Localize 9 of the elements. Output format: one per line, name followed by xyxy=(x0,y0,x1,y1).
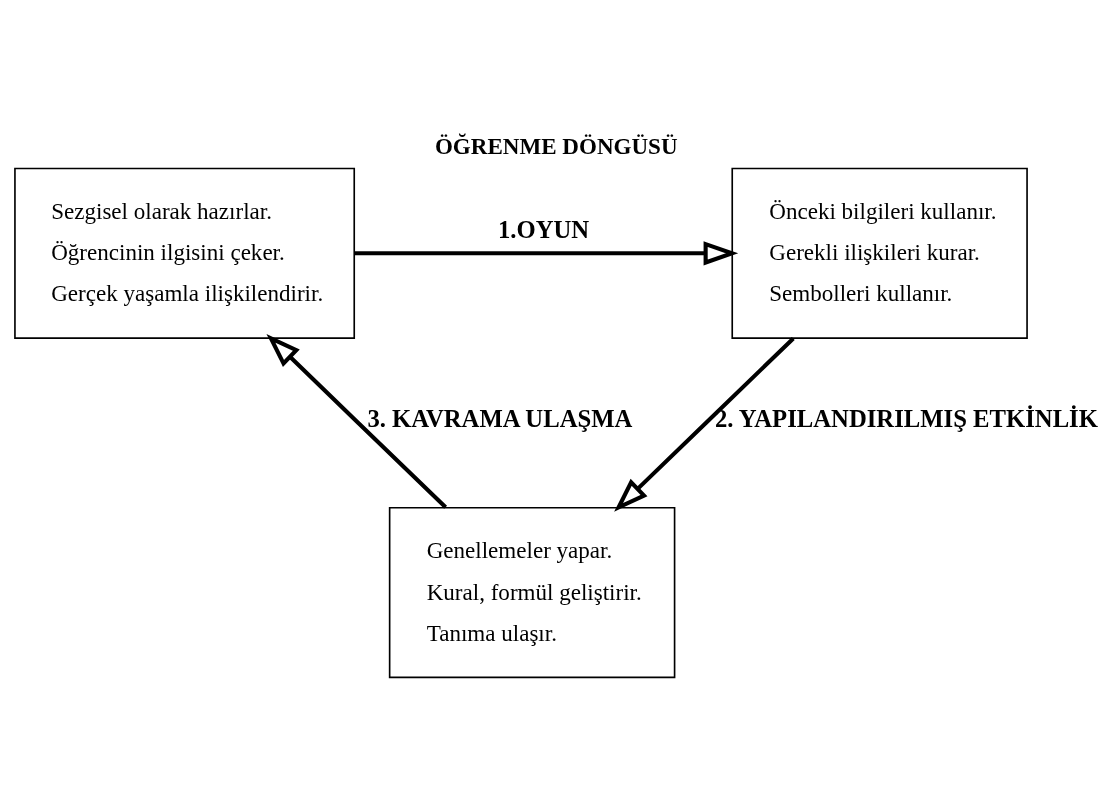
node-box: Sezgisel olarak hazırlar. Öğrencinin ilgisini çeker. Gerçek yaşamla ilişkilendirir. xyxy=(14,167,356,339)
node-box: Önceki bilgileri kullanır. Gerekli ilişkileri kurar. Sembolleri kullanır. xyxy=(731,167,1028,339)
arrow xyxy=(354,240,739,265)
diagram-title: ÖĞRENME DÖNGÜSÜ xyxy=(434,132,678,159)
arrow xyxy=(266,333,448,509)
edge-label: 3. KAVRAMA ULAŞMA xyxy=(367,404,633,432)
node-box: Genellemeler yapar. Kural, formül geliştirir. Tanıma ulaşır. xyxy=(388,506,676,678)
edge-label: 1.OYUN xyxy=(497,215,590,243)
arrow xyxy=(614,336,795,512)
